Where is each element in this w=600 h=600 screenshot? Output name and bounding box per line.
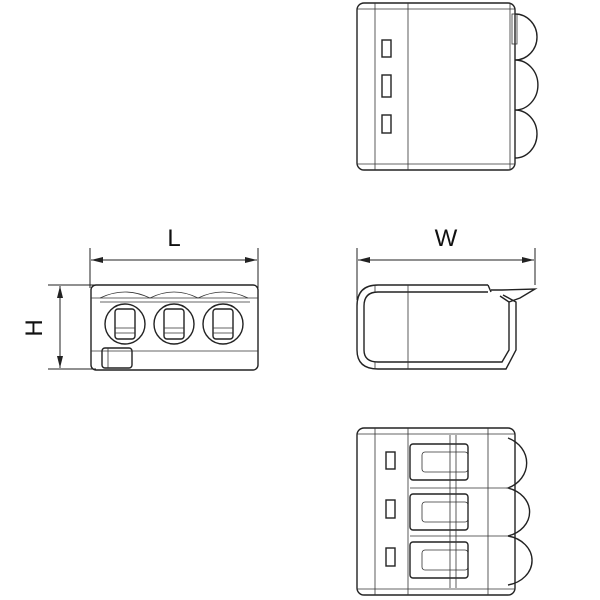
- width-label: W: [435, 225, 458, 252]
- front-view: L H: [21, 225, 259, 371]
- bottom-view: [356, 427, 533, 596]
- side-view: W: [356, 225, 538, 370]
- height-label: H: [21, 319, 48, 336]
- levers: [409, 435, 469, 588]
- length-label: L: [167, 225, 180, 252]
- wire-entry-holes: [104, 303, 244, 345]
- top-view: [356, 2, 539, 171]
